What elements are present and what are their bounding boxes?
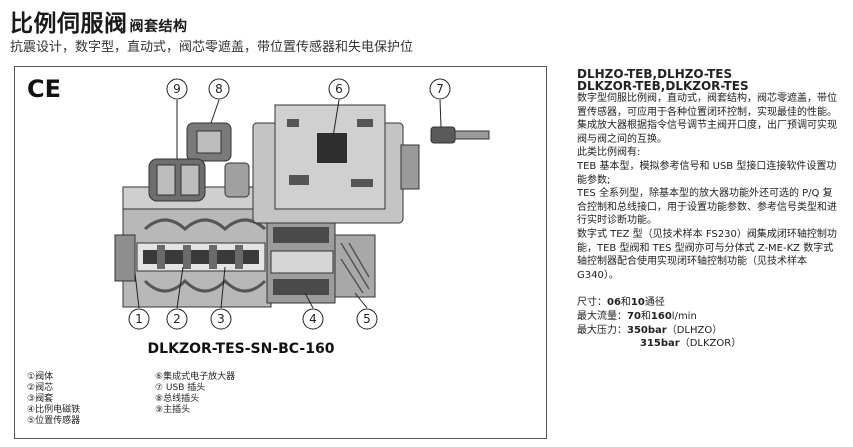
model-codes-line1: DLHZO-TEB,DLHZO-TES — [577, 67, 733, 81]
legend-item: ⑤位置传感器 — [27, 414, 80, 426]
transducer-winding — [340, 242, 370, 294]
callout-4-label: 4 — [309, 312, 317, 326]
page-subtitle: 抗震设计，数字型，直动式，阀芯零遮盖，带位置传感器和失电保护位 — [10, 40, 414, 55]
legend-item: ①阀体 — [27, 370, 53, 382]
spec-size-label: 尺寸： — [577, 297, 607, 309]
callout-6 — [328, 78, 350, 100]
description-paragraph: 数字型伺服比例阀，直动式，阀套结构，阀芯零遮盖，带位置传感器，可应用于各种位置闭… — [577, 93, 837, 118]
spec-size-value: 06 — [607, 297, 621, 309]
legend-item: ⑥集成式电子放大器 — [155, 370, 235, 382]
valve-spool — [143, 250, 259, 264]
usb-cable — [454, 130, 490, 140]
spacer — [577, 282, 839, 296]
board-component — [357, 119, 373, 127]
callout-2 — [166, 308, 188, 330]
title-main: 比例伺服阀 — [10, 11, 128, 37]
spec-pressure-2: 315bar（DLKZOR） — [577, 337, 839, 351]
description-column: DLHZO-TEB,DLHZO-TES DLKZOR-TEB,DLKZOR-TE… — [577, 68, 839, 351]
spec-flow-value: 70 — [627, 310, 641, 322]
spool-land — [209, 245, 217, 269]
spool-land — [235, 245, 243, 269]
solenoid-coil — [273, 279, 329, 295]
callout-7 — [429, 78, 451, 100]
model-label: DLKZOR-TES-SN-BC-160 — [148, 341, 335, 357]
spool-land — [183, 245, 191, 269]
flow-passage — [143, 278, 267, 293]
legend-item: ⑨主插头 — [155, 403, 190, 415]
valve-end-cap — [114, 234, 136, 282]
spec-flow-unit: l/min — [671, 310, 697, 322]
description-paragraph: 此类比例阀有: — [577, 147, 641, 159]
usb-plug — [430, 126, 456, 144]
legend-item: ⑦ USB 插头 — [155, 381, 205, 393]
board-component — [287, 119, 299, 127]
spec-pressure-label: 最大压力： — [577, 324, 627, 336]
callout-4 — [302, 308, 324, 330]
ce-mark: CE — [27, 75, 61, 103]
callout-1-label: 1 — [135, 312, 143, 326]
callout-6-label: 6 — [335, 82, 343, 96]
legend-item: ⑧总线插头 — [155, 392, 199, 404]
spec-flow-label: 最大流量： — [577, 310, 627, 322]
microprocessor-chip — [317, 133, 347, 163]
board-component — [289, 175, 309, 185]
spec-pressure-model: （DLKZOR） — [679, 338, 742, 350]
title-suffix: 阀套结构 — [129, 19, 188, 35]
spec-size-value: 10 — [630, 297, 645, 309]
callout-9 — [166, 78, 188, 100]
callout-leaders — [134, 99, 442, 309]
legend-item: ③阀套 — [27, 392, 53, 404]
legend-item: ④比例电磁铁 — [27, 403, 80, 415]
callout-3-label: 3 — [217, 312, 225, 326]
callout-5 — [356, 308, 378, 330]
spec-flow-value: 160 — [650, 310, 672, 322]
main-connector-socket — [224, 162, 250, 198]
spool-land — [157, 245, 165, 269]
callout-5-label: 5 — [363, 312, 371, 326]
spec-pressure-model: （DLHZO） — [666, 324, 723, 336]
solenoid-coil — [273, 227, 329, 243]
main-connector-ring — [156, 164, 176, 196]
callout-1 — [128, 308, 150, 330]
solenoid-armature — [270, 250, 334, 274]
spec-pressure-value: 315bar — [640, 338, 680, 350]
page-title: 比例伺服阀阀套结构 — [10, 4, 188, 38]
usb-port-housing — [400, 144, 420, 190]
spec-pressure-value: 350bar — [627, 324, 667, 336]
spec-pressure: 最大压力：350bar（DLHZO） — [577, 324, 839, 338]
description-paragraph: 集成放大器根据指令信号调节主阀开口度，出厂预调可实现阀与阀之间的互换。 — [577, 120, 837, 145]
callout-2-label: 2 — [173, 312, 181, 326]
valve-cutaway-drawing: CE — [27, 75, 490, 426]
description-paragraph: 数字式 TEZ 型（见技术样本 FS230）阀集成闭环轴控制功能，TEB 型阀和… — [577, 228, 837, 281]
spec-size: 尺寸：06 和 10 通径 — [577, 296, 839, 310]
valve-figure: CE — [14, 66, 547, 439]
description-paragraph: TES 全系列型，除基本型的放大器功能外还可选的 P/Q 复合控制和总线接口，用… — [577, 188, 837, 227]
callout-8 — [208, 78, 230, 100]
spec-flow-and: 和 — [640, 310, 651, 322]
spec-size-unit: 通径 — [644, 297, 665, 309]
model-codes-line2: DLKZOR-TEB,DLKZOR-TES — [577, 79, 749, 93]
description-paragraph: TEB 基本型，模拟参考信号和 USB 型接口连接软件设置功能参数; — [577, 160, 837, 186]
callout-3 — [210, 308, 232, 330]
callout-9-label: 9 — [173, 82, 181, 96]
board-component — [351, 179, 373, 187]
bus-connector-ring — [196, 130, 222, 154]
flow-passage — [143, 218, 267, 232]
legend-item: ②阀芯 — [27, 381, 53, 393]
main-connector-ring — [180, 164, 200, 196]
callout-7-label: 7 — [436, 82, 444, 96]
spec-size-and: 和 — [620, 297, 631, 309]
callout-8-label: 8 — [215, 82, 223, 96]
